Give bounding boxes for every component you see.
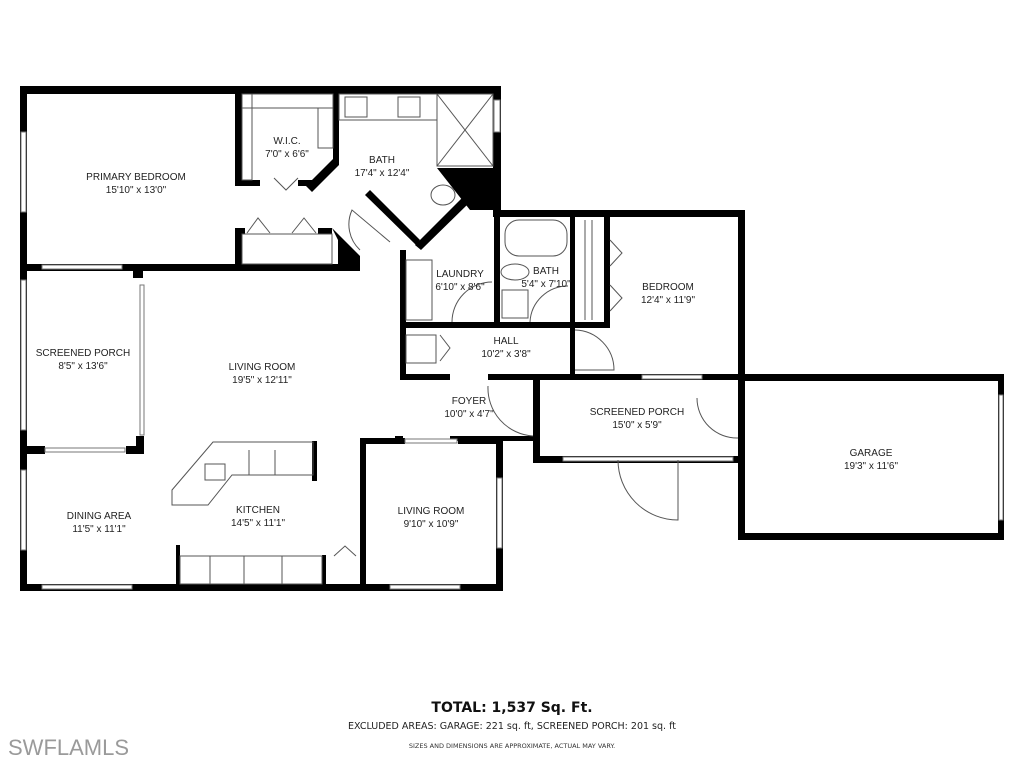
room-dimensions: 11'5" x 11'1" [72,524,126,535]
watermark-logo: SWFLAMLS [8,735,130,760]
room-bedroom: BEDROOM 12'4" x 11'9" [641,281,695,307]
room-dining-area: DINING AREA 11'5" x 11'1" [67,510,131,536]
room-name: BATH [533,266,559,277]
room-garage: GARAGE 19'3" x 11'6" [844,447,898,473]
room-name: LIVING ROOM [397,506,465,517]
room-name: PRIMARY BEDROOM [86,172,186,183]
room-name: BEDROOM [642,282,694,293]
room-name: LIVING ROOM [228,362,296,373]
room-name: W.I.C. [273,136,301,147]
excluded-areas: EXCLUDED AREAS: GARAGE: 221 sq. ft, SCRE… [348,721,676,732]
room-dimensions: 5'4" x 7'10" [521,279,571,290]
room-name: LAUNDRY [436,269,484,280]
total-square-footage: TOTAL: 1,537 Sq. Ft. [431,700,593,716]
room-dimensions: 14'5" x 11'1" [230,518,286,529]
room-dimensions: 17'4" x 12'4" [354,168,410,179]
room-name: SCREENED PORCH [35,348,131,359]
room-dimensions: 10'2" x 3'8" [481,349,531,360]
room-kitchen: KITCHEN 14'5" x 11'1" [231,504,285,530]
room-laundry: LAUNDRY 6'10" x 8'6" [435,268,484,294]
room-dimensions: 12'4" x 11'9" [640,295,696,306]
room-screened-porch-west: SCREENED PORCH 8'5" x 13'6" [36,347,130,373]
room-dimensions: 19'3" x 11'6" [843,461,899,472]
room-dimensions: 8'5" x 13'6" [58,361,108,372]
room-name: DINING AREA [66,511,132,522]
room-screened-porch-east: SCREENED PORCH 15'0" x 5'9" [590,406,684,432]
room-primary-bath: BATH 17'4" x 12'4" [355,154,410,180]
fixtures [171,93,739,585]
room-dimensions: 7'0" x 6'6" [265,149,309,160]
room-name: FOYER [451,396,487,407]
room-dimensions: 15'0" x 5'9" [612,420,662,431]
room-foyer: FOYER 10'0" x 4'7" [444,395,493,421]
room-dimensions: 15'10" x 13'0" [105,185,167,196]
room-dimensions: 6'10" x 8'6" [435,282,485,293]
windows [20,99,1004,590]
room-name: BATH [369,155,395,166]
room-dimensions: 9'10" x 10'9" [403,519,459,530]
room-name: HALL [493,336,519,347]
room-living-room-second: LIVING ROOM 9'10" x 10'9" [398,505,465,531]
room-name: KITCHEN [236,505,280,516]
room-name: GARAGE [849,448,893,459]
room-wic: W.I.C. 7'0" x 6'6" [265,135,309,161]
room-bath-2: BATH 5'4" x 7'10" [521,265,570,291]
room-name: SCREENED PORCH [589,407,685,418]
room-dimensions: 10'0" x 4'7" [444,409,494,420]
room-hall: HALL 10'2" x 3'8" [481,335,530,361]
room-dimensions: 19'5" x 12'11" [232,375,292,386]
room-living-room-main: LIVING ROOM 19'5" x 12'11" [229,361,296,387]
room-primary-bedroom: PRIMARY BEDROOM 15'10" x 13'0" [86,171,186,197]
disclaimer: SIZES AND DIMENSIONS ARE APPROXIMATE, AC… [408,742,616,750]
